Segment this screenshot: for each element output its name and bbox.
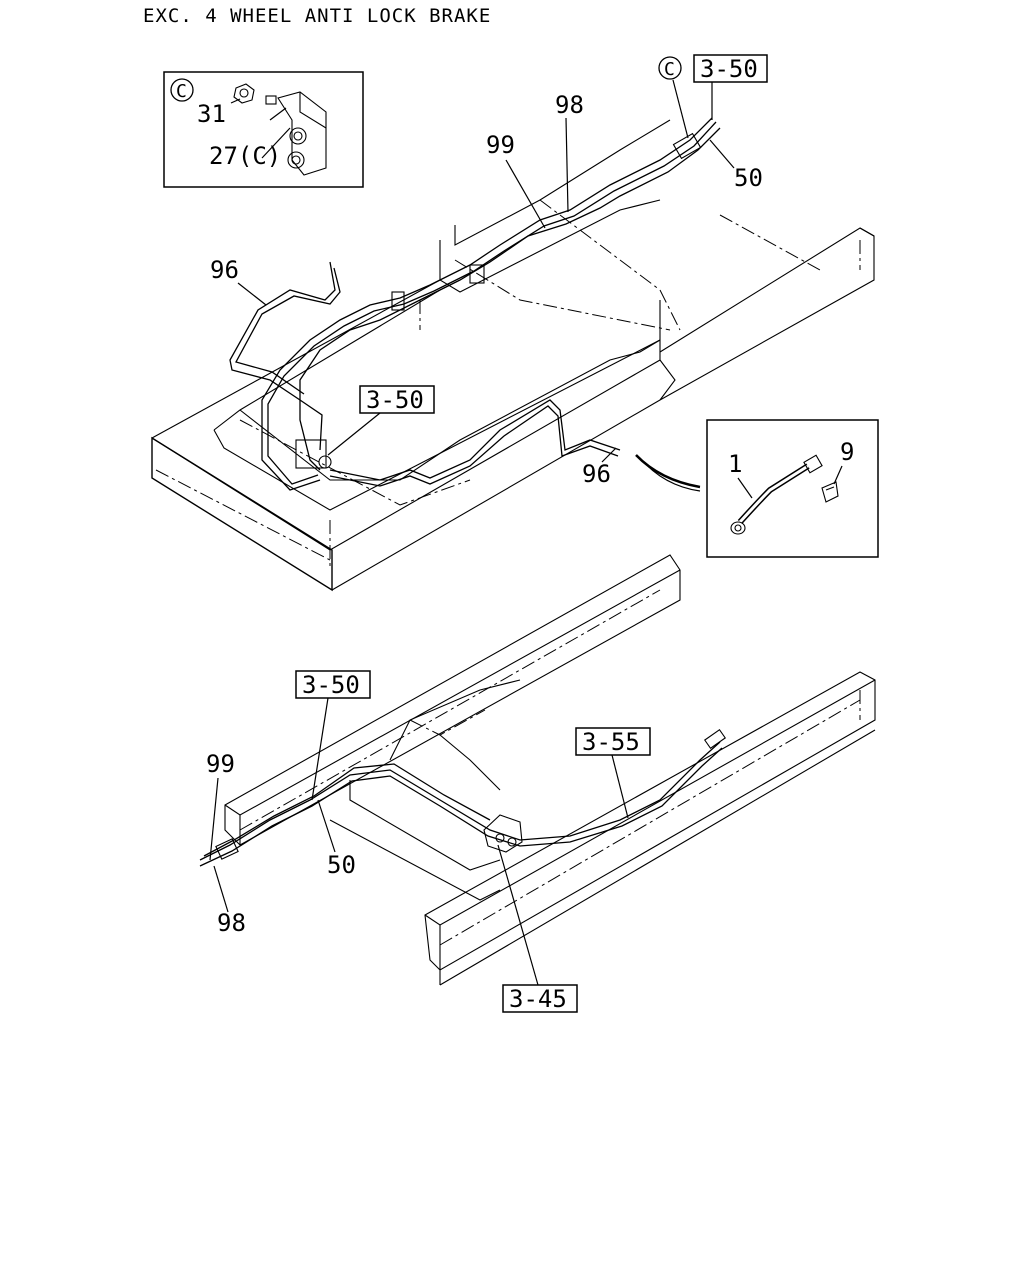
inset-c-marker: C xyxy=(176,81,187,102)
bot-label-50: 50 xyxy=(327,851,356,879)
top-ref-3-50: 3-50 xyxy=(700,55,758,83)
diagram-title: EXC. 4 WHEEL ANTI LOCK BRAKE xyxy=(143,5,491,27)
bot-label-98: 98 xyxy=(217,909,246,937)
lower-callouts: 3-50 3-55 99 50 98 3-45 xyxy=(206,670,651,1013)
brake-hose-icon xyxy=(730,454,823,535)
top-label-96: 96 xyxy=(210,256,239,284)
bot-ref-3-45: 3-45 xyxy=(509,985,567,1013)
mid-label-96: 96 xyxy=(582,460,611,488)
nut-icon xyxy=(230,83,255,104)
top-label-99: 99 xyxy=(486,131,515,159)
detail-box-hose: 1 9 xyxy=(706,419,879,558)
upper-callouts: C 3-50 50 98 99 96 3-50 96 xyxy=(210,54,768,488)
detail-arrow-icon xyxy=(635,454,701,489)
inset-label-27c: 27(C) xyxy=(209,142,281,170)
bot-label-99: 99 xyxy=(206,750,235,778)
detail-label-9: 9 xyxy=(840,438,854,466)
hose-clip-icon xyxy=(821,481,839,503)
bot-ref-3-55: 3-55 xyxy=(582,728,640,756)
upper-frame-assembly xyxy=(151,117,875,592)
top-label-98: 98 xyxy=(555,91,584,119)
inset-box-c: C 31 27(C) xyxy=(163,71,364,188)
junction-block-icon xyxy=(261,91,327,176)
top-label-50: 50 xyxy=(734,164,763,192)
inset-label-31: 31 xyxy=(197,100,226,128)
top-c-marker: C xyxy=(664,59,675,80)
lower-frame-assembly xyxy=(199,554,876,986)
detail-label-1: 1 xyxy=(728,450,742,478)
mid-ref-3-50: 3-50 xyxy=(366,386,424,414)
bot-ref-3-50: 3-50 xyxy=(302,671,360,699)
